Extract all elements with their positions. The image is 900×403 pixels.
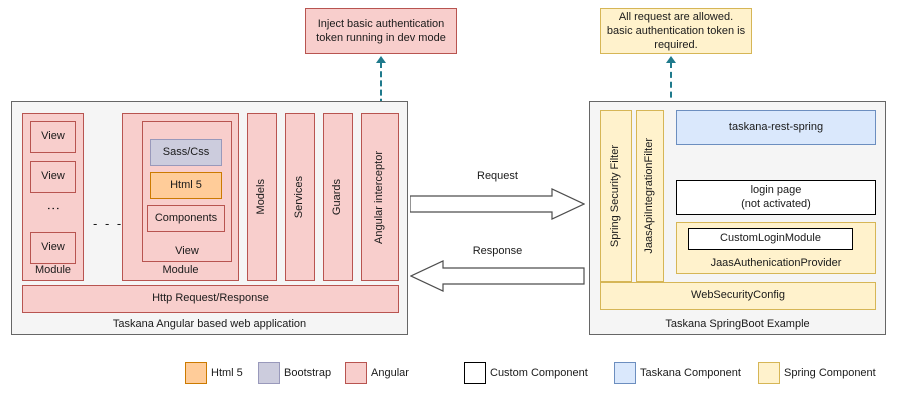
legend-item-bootstrap: Bootstrap — [258, 361, 331, 385]
module-a-vertical-ellipsis: ⋮ — [46, 202, 61, 215]
angular-app-caption: Taskana Angular based web application — [112, 317, 307, 330]
response-arrow — [409, 260, 585, 292]
web-security-config: WebSecurityConfig — [600, 282, 876, 310]
module-b-label: Module — [162, 263, 199, 276]
module-b-view-label: View — [175, 244, 199, 257]
legend-swatch-taskana-component — [614, 362, 636, 384]
legend-swatch-bootstrap — [258, 362, 280, 384]
login-page-box: login page (not activated) — [676, 180, 876, 215]
legend-item-custom-component: Custom Component — [464, 361, 588, 385]
module-a-label: Module — [34, 263, 72, 276]
request-arrow-label: Request — [477, 170, 518, 182]
legend-item-spring-component: Spring Component — [758, 361, 876, 385]
sass-css-box: Sass/Css — [150, 139, 222, 166]
services-column: Services — [285, 113, 315, 281]
module-a-view-1: View — [30, 121, 76, 153]
response-arrow-label: Response — [472, 245, 523, 257]
components-box: Components — [147, 205, 225, 232]
html5-box: Html 5 — [150, 172, 222, 199]
legend-swatch-spring-component — [758, 362, 780, 384]
http-request-response-bar: Http Request/Response — [22, 285, 399, 313]
angular-interceptor-column: Angular interceptor — [361, 113, 399, 281]
legend-item-angular: Angular — [345, 361, 409, 385]
legend-label-spring-component: Spring Component — [784, 367, 876, 379]
jaas-provider-label: JaasAuthenicationProvider — [710, 256, 842, 269]
login-page-line1: login page — [750, 184, 802, 197]
taskana-rest-spring-box: taskana-rest-spring — [676, 110, 876, 145]
spring-security-filter: Spring Security Filter — [600, 110, 632, 282]
left-connector-arrowhead — [376, 56, 386, 63]
left-connector-line — [380, 62, 382, 114]
inject-token-note-text: Inject basic authentication token runnin… — [316, 17, 446, 44]
modules-ellipsis: - - - — [93, 216, 124, 231]
legend-label-html5: Html 5 — [211, 367, 243, 379]
legend-label-angular: Angular — [371, 367, 409, 379]
module-a-view-3: View — [30, 232, 76, 264]
legend-label-taskana-component: Taskana Component — [640, 367, 741, 379]
right-connector-arrowhead — [666, 56, 676, 63]
custom-login-module: CustomLoginModule — [688, 228, 853, 250]
inject-token-note: Inject basic authentication token runnin… — [305, 8, 457, 54]
module-a-view-2: View — [30, 161, 76, 193]
legend-swatch-html5 — [185, 362, 207, 384]
legend-item-html5: Html 5 — [185, 361, 243, 385]
request-arrow — [409, 188, 586, 220]
jaas-api-integration-filter: JaasApiIntegrationFilter — [636, 110, 664, 282]
guards-column: Guards — [323, 113, 353, 281]
legend-label-bootstrap: Bootstrap — [284, 367, 332, 379]
springboot-caption: Taskana SpringBoot Example — [665, 317, 810, 330]
legend-swatch-custom-component — [464, 362, 486, 384]
all-requests-note-text: All request are allowed. basic authentic… — [606, 10, 746, 52]
login-page-line2: (not activated) — [741, 197, 811, 210]
all-requests-note: All request are allowed. basic authentic… — [600, 8, 752, 54]
models-column: Models — [247, 113, 277, 281]
legend-swatch-angular — [345, 362, 367, 384]
legend-item-taskana-component: Taskana Component — [614, 361, 741, 385]
legend: Html 5 Bootstrap Angular Custom Componen… — [0, 356, 900, 396]
legend-label-custom-component: Custom Component — [490, 367, 588, 379]
